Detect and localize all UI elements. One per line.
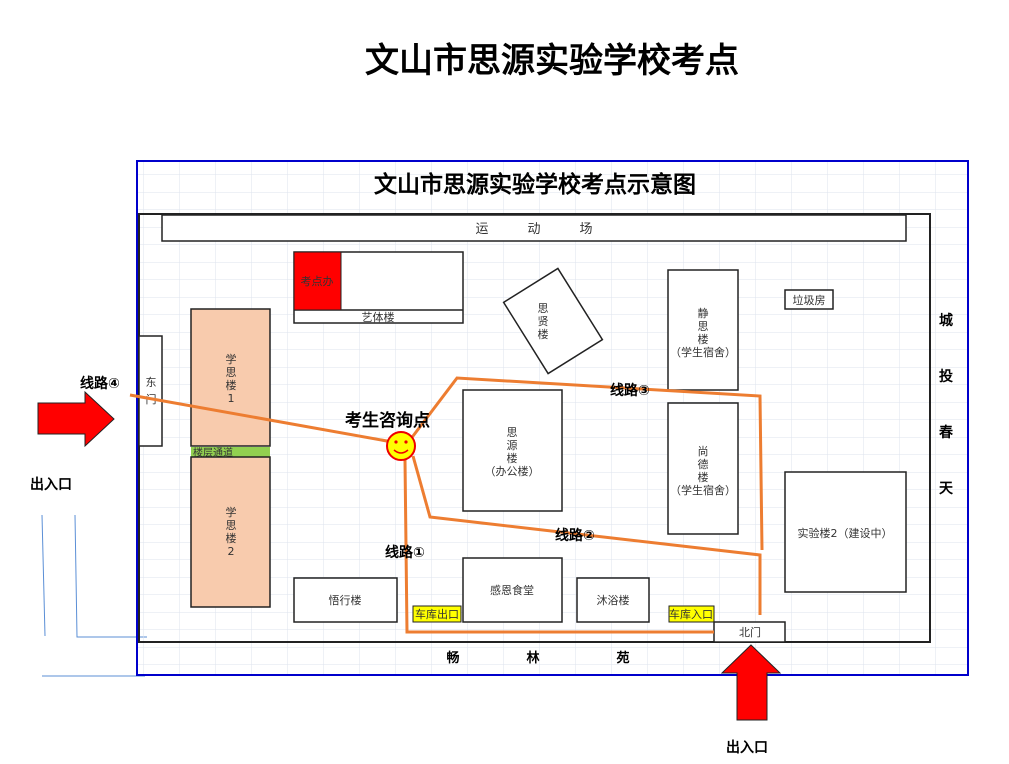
- route-3: [408, 376, 764, 551]
- svg-text:苑: 苑: [615, 650, 629, 666]
- canteen: [462, 557, 563, 623]
- garage-exit-label: 车库出口: [415, 607, 459, 621]
- svg-text:投: 投: [939, 369, 953, 385]
- entrance-bottom-label: 出入口: [726, 739, 768, 756]
- wuxing-building: [293, 577, 398, 623]
- shangde-building: [667, 402, 739, 535]
- consult-point-label: 考生咨询点: [344, 410, 430, 431]
- xuesi-building-1: [190, 308, 271, 447]
- sixian-label: 思贤楼: [538, 302, 549, 341]
- jingsi-building: [667, 269, 739, 391]
- garbage-room: [784, 289, 834, 310]
- svg-text:春: 春: [938, 424, 954, 441]
- route-4: [129, 393, 399, 445]
- arrow-up-icon: [720, 644, 782, 721]
- exam-office-label: 考点办: [301, 275, 334, 288]
- svg-text:天: 天: [939, 481, 954, 497]
- svg-text:林: 林: [526, 650, 539, 666]
- svg-text:城: 城: [939, 312, 953, 329]
- garage-entry-label: 车库入口: [669, 607, 713, 621]
- siyuan-label: 思源楼（办公楼）: [485, 426, 540, 478]
- siyuan-building: [462, 389, 563, 512]
- entrance-left-label: 出入口: [30, 476, 72, 493]
- north-gate-label: 北门: [739, 625, 761, 639]
- map-title: 文山市思源实验学校考点示意图: [374, 171, 696, 198]
- south-area-label: 畅 林 苑: [446, 650, 629, 666]
- route-1-label: 线路①: [385, 544, 425, 561]
- page-title: 文山市思源实验学校考点: [365, 41, 739, 81]
- canteen-label: 感恩食堂: [490, 583, 534, 597]
- sports-field-label: 运 动 场: [475, 222, 592, 237]
- arrow-right-icon: [37, 390, 115, 448]
- route-1: [403, 459, 714, 634]
- route-2: [411, 455, 762, 615]
- lab-building: [784, 471, 907, 593]
- guide-lines: [41, 514, 147, 677]
- garage-exit: [412, 605, 462, 623]
- exam-office: [293, 251, 342, 311]
- garbage-room-label: 垃圾房: [793, 293, 826, 307]
- floor-passage-label: 楼层通道: [193, 446, 233, 459]
- sixian-building: [502, 267, 604, 375]
- route-4-label: 线路④: [80, 375, 120, 392]
- shangde-label: 尚德楼（学生宿舍）: [670, 444, 736, 497]
- art-building-label: 艺体楼: [362, 310, 395, 324]
- jingsi-label: 静思楼（学生宿舍）: [670, 306, 736, 359]
- sports-field: [161, 214, 907, 242]
- east-gate: [138, 335, 163, 447]
- svg-text:畅: 畅: [446, 650, 459, 666]
- bath-building: [576, 577, 650, 623]
- floor-passage: [191, 447, 270, 457]
- wuxing-label: 悟行楼: [329, 593, 362, 607]
- bath-label: 沐浴楼: [597, 593, 630, 607]
- garage-entry: [668, 605, 715, 623]
- lab-building-label: 实验楼2（建设中）: [798, 526, 893, 540]
- east-area-label: 城 投 春 天: [938, 312, 954, 497]
- route-3-label: 线路③: [610, 382, 650, 399]
- smiley-icon: [386, 431, 416, 461]
- route-2-label: 线路②: [555, 527, 595, 544]
- xuesi-building-2: [190, 456, 271, 608]
